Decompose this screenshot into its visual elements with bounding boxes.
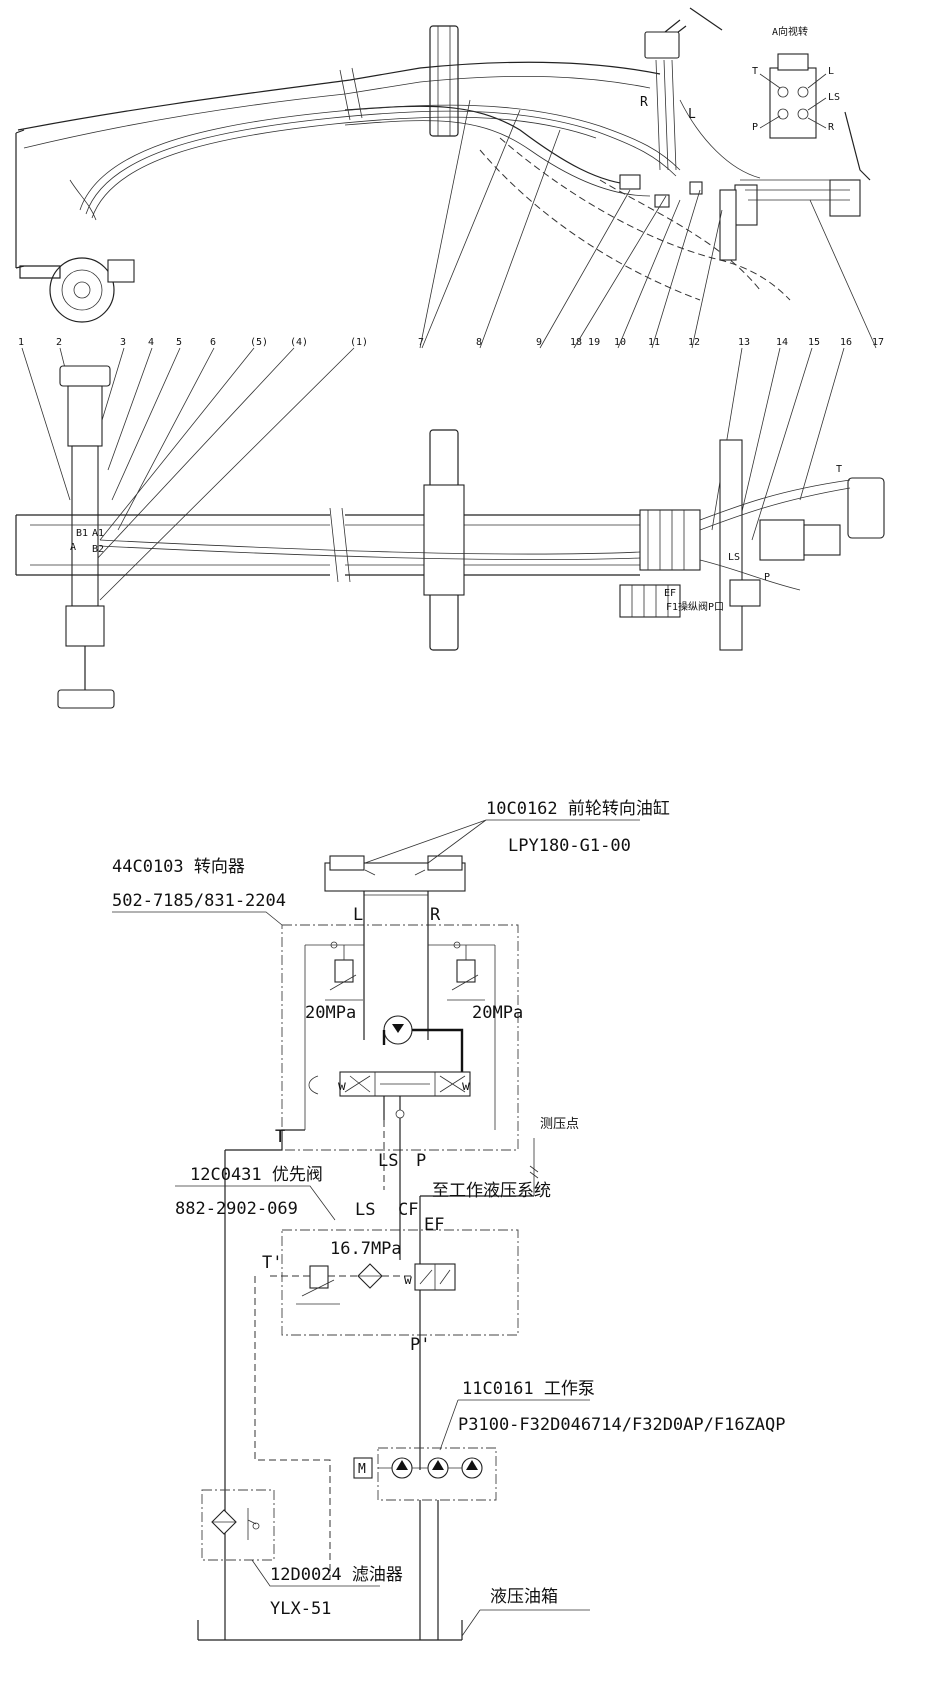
callout-9: 9 bbox=[536, 337, 542, 348]
view-a-port-r: R bbox=[828, 122, 835, 133]
priority-valve-model: 882-2902-069 bbox=[175, 1199, 298, 1219]
filter-code: 12D0024 滤油器 bbox=[270, 1565, 403, 1585]
plan-label-b1: B1 bbox=[76, 528, 88, 539]
plan-label-a1: A1 bbox=[92, 528, 104, 539]
plan-label-a: A bbox=[70, 542, 76, 553]
priority-valve-code: 12C0431 优先阀 bbox=[190, 1165, 323, 1185]
plan-view: B1 A1 A B2 LS P T EF F1操纵阀P口 bbox=[15, 365, 885, 709]
plan-valve-note: F1操纵阀P口 bbox=[666, 600, 724, 613]
pump-model: P3100-F32D046714/F32D0AP/F16ZAQP bbox=[458, 1415, 786, 1435]
callout-p1: (1) bbox=[350, 337, 368, 348]
port-ls-label: LS bbox=[378, 1151, 398, 1171]
callout-3: 3 bbox=[120, 337, 126, 348]
svg-text:w: w bbox=[338, 1079, 346, 1094]
steering-unit-model: 502-7185/831-2204 bbox=[112, 891, 286, 911]
callout-14: 14 bbox=[776, 337, 788, 348]
elevation-label-l: L bbox=[688, 107, 696, 122]
callout-16: 16 bbox=[840, 337, 852, 348]
plan-label-ls: LS bbox=[728, 552, 740, 563]
callout-6: 6 bbox=[210, 337, 216, 348]
plan-label-ef: EF bbox=[664, 588, 676, 599]
callout-17: 17 bbox=[872, 337, 884, 348]
plan-label-b2: B2 bbox=[92, 544, 104, 555]
svg-text:w: w bbox=[462, 1079, 470, 1094]
callout-8: 8 bbox=[476, 337, 482, 348]
svg-text:w: w bbox=[404, 1273, 412, 1288]
view-a-port-t: T bbox=[752, 66, 758, 77]
pump-code: 11C0161 工作泵 bbox=[462, 1379, 595, 1399]
port-p-label: P bbox=[416, 1151, 426, 1171]
callout-row: 1 2 3 4 5 6 (5) (4) (1) 7 8 9 18 19 10 1… bbox=[18, 99, 884, 601]
callout-13: 13 bbox=[738, 337, 750, 348]
pump-motor-label: M bbox=[358, 1462, 366, 1477]
port-l-label: L bbox=[353, 905, 363, 925]
callout-12: 12 bbox=[688, 337, 700, 348]
plan-label-p: P bbox=[764, 572, 770, 583]
pv-relief-label: 16.7MPa bbox=[330, 1239, 402, 1259]
pump-motor bbox=[353, 1457, 373, 1479]
pv-p-label: P' bbox=[410, 1335, 430, 1355]
hydraulic-schematic: 10C0162 前轮转向油缸 LPY180-G1-00 44C0103 转向器 … bbox=[112, 798, 786, 1641]
view-a-title: A向视转 bbox=[772, 25, 808, 38]
callout-p5: (5) bbox=[250, 337, 268, 348]
callout-5: 5 bbox=[176, 337, 182, 348]
filter-model: YLX-51 bbox=[270, 1599, 331, 1619]
test-point-label: 测压点 bbox=[540, 1117, 579, 1132]
steering-unit-code: 44C0103 转向器 bbox=[112, 857, 245, 877]
port-r-label: R bbox=[430, 905, 441, 925]
view-a-port-l: L bbox=[828, 66, 834, 77]
relief-left-label: 20MPa bbox=[305, 1003, 356, 1023]
pv-ls-label: LS bbox=[355, 1200, 375, 1220]
callout-2: 2 bbox=[56, 337, 62, 348]
view-a-port-p: P bbox=[752, 122, 758, 133]
cylinder-model: LPY180-G1-00 bbox=[508, 836, 631, 856]
callout-18-19: 18 19 bbox=[570, 337, 600, 348]
elevation-label-r: R bbox=[640, 95, 648, 110]
view-a-port-ls: LS bbox=[828, 92, 840, 103]
callout-p4: (4) bbox=[290, 337, 308, 348]
tank-label: 液压油箱 bbox=[490, 1587, 558, 1607]
plan-label-t: T bbox=[836, 464, 842, 475]
callout-15: 15 bbox=[808, 337, 820, 348]
pv-cf-label: CF bbox=[398, 1200, 418, 1220]
view-a-inset: A向视转 T L LS P R bbox=[752, 25, 840, 139]
port-t-label: T bbox=[275, 1127, 285, 1147]
callout-1: 1 bbox=[18, 337, 24, 348]
elevation-view: R L bbox=[15, 7, 871, 323]
to-work-system-label: 至工作液压系统 bbox=[432, 1181, 551, 1201]
pv-t-label: T' bbox=[262, 1253, 282, 1273]
pump-box bbox=[377, 1447, 497, 1501]
cylinder-code: 10C0162 前轮转向油缸 bbox=[486, 798, 670, 819]
return-filter-box bbox=[201, 1489, 275, 1561]
pv-ef-label: EF bbox=[424, 1215, 444, 1235]
callout-4: 4 bbox=[148, 337, 154, 348]
relief-right-label: 20MPa bbox=[472, 1003, 523, 1023]
